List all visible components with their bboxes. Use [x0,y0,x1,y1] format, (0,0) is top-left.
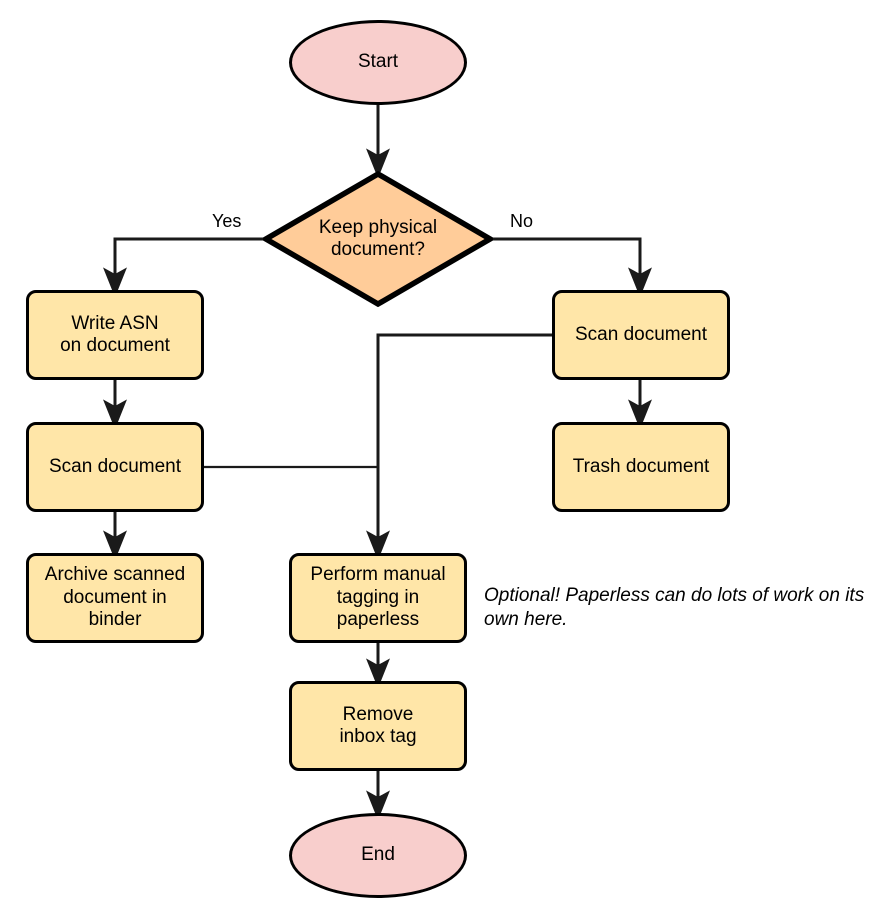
node-archive-scanned-document-label: Archive scanned document in binder [44,564,186,631]
node-start[interactable]: Start [289,20,467,105]
node-remove-inbox-tag[interactable]: Remove inbox tag [289,681,467,771]
node-perform-manual-tagging-label: Perform manual tagging in paperless [310,564,446,631]
edge-scan-right-to-tagging [366,333,552,561]
node-scan-document-left[interactable]: Scan document [26,422,204,512]
node-decision-keep-physical-document[interactable]: Keep physical document? [263,171,493,307]
node-trash-document-label: Trash document [572,455,710,477]
edge-decision-to-write-asn [103,237,263,298]
node-write-asn[interactable]: Write ASN on document [26,290,204,380]
node-remove-inbox-tag-label: Remove inbox tag [339,703,417,747]
node-archive-scanned-document[interactable]: Archive scanned document in binder [26,553,204,643]
node-write-asn-label: Write ASN on document [60,312,170,356]
node-end[interactable]: End [289,813,467,898]
node-perform-manual-tagging[interactable]: Perform manual tagging in paperless [289,553,467,643]
node-trash-document[interactable]: Trash document [552,422,730,512]
node-start-label: Start [357,51,399,73]
edge-label-no: No [508,211,536,232]
edge-label-yes: Yes [210,211,244,232]
diamond-shape [263,171,493,307]
node-decision-label: Keep physical document? [318,216,438,260]
node-scan-document-right-label: Scan document [574,323,708,345]
optional-note: Optional! Paperless can do lots of work … [484,585,865,631]
node-scan-document-left-label: Scan document [48,455,182,477]
node-end-label: End [361,844,395,866]
node-scan-document-right[interactable]: Scan document [552,290,730,380]
edge-decision-to-scan-right [493,237,652,298]
